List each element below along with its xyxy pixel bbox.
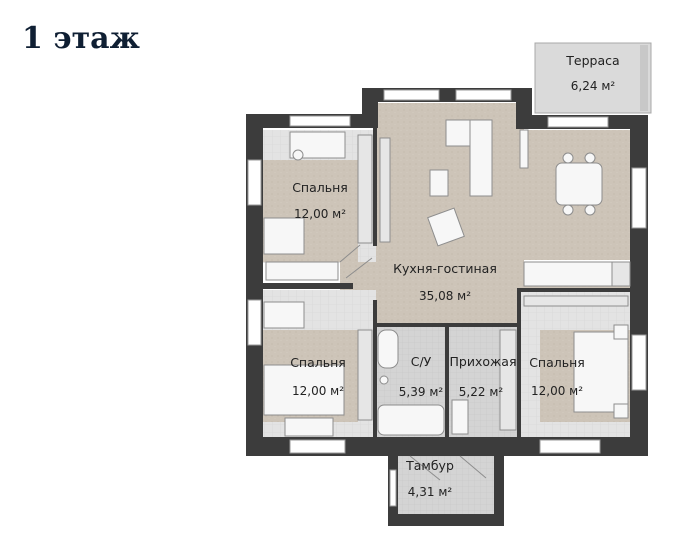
bedroom2-name: Спальня	[290, 355, 346, 370]
dining-table	[555, 162, 603, 206]
wall-bed1-bed2	[263, 283, 353, 289]
wall-vestibule-east	[494, 456, 504, 524]
bedroom2-wardrobe	[357, 329, 373, 421]
dining-cabinet	[519, 129, 529, 169]
bedroom3-nightstand-1	[613, 324, 629, 340]
bedroom1-wardrobe	[357, 134, 373, 244]
window-bedroom2-west	[247, 299, 262, 346]
door-swing-kitchen	[339, 244, 373, 279]
wall-bed2-bath	[373, 300, 377, 437]
hallway-wardrobe	[499, 329, 517, 431]
dining-chair-4	[584, 204, 596, 216]
terrace-railing	[640, 45, 648, 111]
sink	[379, 375, 389, 385]
wall-hall-bed3	[517, 290, 521, 437]
sofa-side	[469, 119, 493, 197]
wall-east	[630, 115, 648, 456]
bedroom1-area: 12,00 м²	[294, 207, 346, 221]
terrace-name: Терраса	[565, 53, 619, 68]
windows	[247, 89, 647, 507]
bedroom2-bed	[263, 364, 345, 416]
wall-kitchen-bed3	[517, 288, 630, 292]
kitchen-fridge	[611, 261, 631, 287]
window-kitchen-left	[383, 89, 440, 101]
terrace-area: 6,24 м²	[571, 79, 616, 93]
bedroom1-name: Спальня	[292, 180, 348, 195]
furniture	[263, 42, 652, 481]
bedroom2-desk	[284, 417, 334, 437]
hallway-bench	[451, 399, 469, 435]
dining-chair-3	[562, 204, 574, 216]
vestibule-floor	[392, 456, 502, 516]
floor-title: 1 этаж	[22, 21, 140, 56]
bedroom2-shelf	[263, 301, 305, 329]
wall-bed1-kitchen	[373, 128, 377, 246]
toilet	[377, 329, 399, 369]
window-bedroom3	[631, 334, 647, 391]
tv-stand	[379, 137, 391, 243]
window-dining	[631, 167, 647, 229]
vestibule-name: Тамбур	[405, 458, 454, 473]
window-kitchen-right	[455, 89, 512, 101]
window-bedroom2-south	[289, 439, 346, 454]
hallway-area: 5,22 м²	[459, 385, 504, 399]
room-labels: Терраса 6,24 м² Спальня 12,00 м² Кухня-г…	[290, 53, 620, 499]
bedroom1-chair	[292, 149, 304, 161]
window-bedroom1	[289, 115, 351, 127]
bedroom3-nightstand-2	[613, 403, 629, 419]
window-vestibule	[389, 469, 397, 507]
dining-chair-1	[562, 152, 574, 164]
window-bedroom1-west	[247, 159, 262, 206]
bedroom3-wardrobe	[523, 295, 629, 307]
dining-chair-2	[584, 152, 596, 164]
window-bedroom3-south	[539, 439, 601, 454]
coffee-table	[429, 169, 449, 197]
wall-bath-hall	[445, 323, 449, 437]
bedroom3-area: 12,00 м²	[531, 384, 583, 398]
kitchen-area: 35,08 м²	[419, 289, 471, 303]
bathroom-area: 5,39 м²	[399, 385, 444, 399]
armchair	[427, 207, 465, 247]
wall-vestibule-south	[388, 514, 504, 526]
bathroom-name: С/У	[411, 354, 432, 369]
terrace-floor	[535, 43, 651, 113]
bedroom1-bed	[263, 217, 305, 255]
window-terrace-door	[547, 116, 609, 128]
bathtub	[377, 404, 445, 436]
bedroom3-bed	[573, 331, 629, 413]
hallway-name: Прихожая	[450, 354, 517, 369]
bedroom3-name: Спальня	[529, 355, 585, 370]
terrace-outline	[534, 42, 652, 114]
bedroom2-area: 12,00 м²	[292, 384, 344, 398]
kitchen-name: Кухня-гостиная	[393, 261, 497, 276]
door-swing-vestibule	[409, 455, 487, 481]
vestibule-area: 4,31 м²	[408, 485, 453, 499]
bedroom1-shelf	[265, 261, 339, 281]
